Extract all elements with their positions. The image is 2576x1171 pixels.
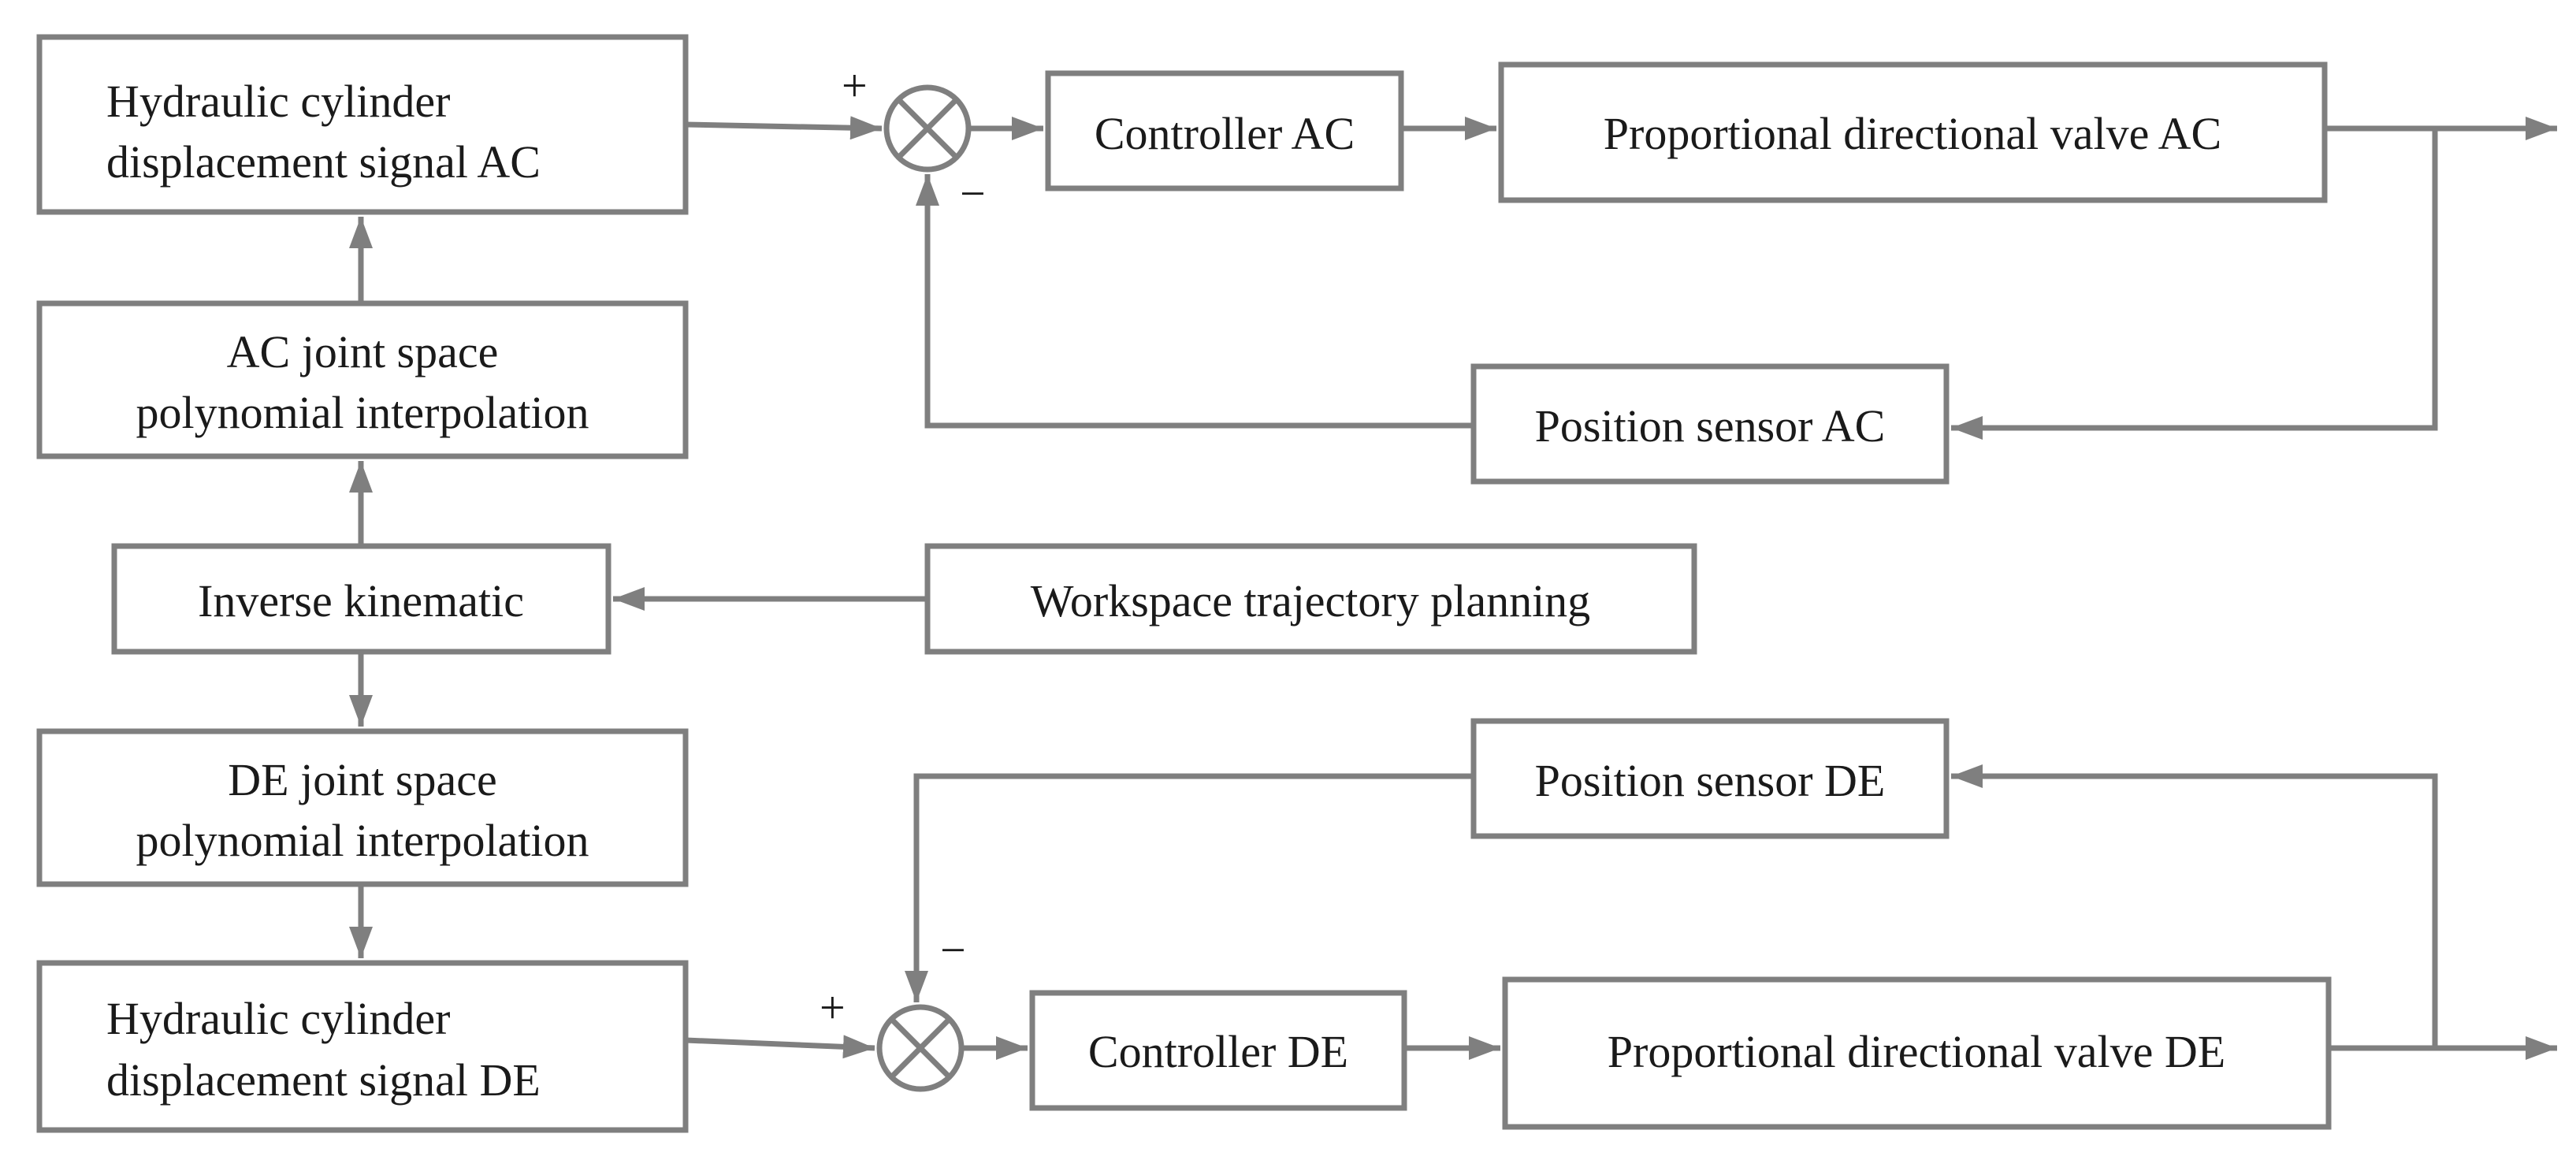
block-hydraulic-cylinder-ac: Hydraulic cylinder displacement signal A…: [36, 34, 689, 215]
block-hydraulic-cylinder-ac-line2: displacement signal AC: [106, 136, 541, 188]
block-hydraulic-cylinder-ac-line1: Hydraulic cylinder: [106, 76, 450, 127]
block-position-sensor-de: Position sensor DE: [1470, 718, 1950, 839]
block-valve-de-label: Proportional directional valve DE: [1608, 1026, 2225, 1077]
arrow-hyd-de-to-sum: [685, 1035, 875, 1059]
block-workspace-trajectory-planning: Workspace trajectory planning: [924, 543, 1697, 655]
block-ac-joint-interpolation-line2: polynomial interpolation: [136, 387, 589, 438]
block-controller-ac: Controller AC: [1045, 70, 1404, 191]
block-hydraulic-cylinder-de-line2: displacement signal DE: [106, 1054, 541, 1106]
block-valve-ac: Proportional directional valve AC: [1498, 61, 2328, 203]
arrow-sensor-ac-to-sum: [916, 174, 1474, 429]
sign-ac-plus: +: [842, 60, 868, 111]
block-position-sensor-de-label: Position sensor DE: [1535, 755, 1886, 806]
block-inverse-kinematic-label: Inverse kinematic: [198, 575, 524, 626]
block-de-joint-interpolation-line2: polynomial interpolation: [136, 815, 589, 866]
block-workspace-trajectory-planning-label: Workspace trajectory planning: [1031, 575, 1590, 626]
arrow-output-to-sensor-de: [1951, 764, 2438, 1048]
summing-junction-de: [876, 1004, 965, 1092]
block-position-sensor-ac: Position sensor AC: [1470, 363, 1950, 485]
arrow-hyd-ac-to-sum: [685, 116, 883, 140]
block-controller-ac-label: Controller AC: [1095, 108, 1355, 159]
sign-de-minus: −: [940, 924, 966, 976]
block-inverse-kinematic: Inverse kinematic: [111, 543, 611, 655]
block-de-joint-interpolation: DE joint space polynomial interpolation: [36, 728, 689, 887]
block-ac-joint-interpolation: AC joint space polynomial interpolation: [36, 300, 689, 459]
sign-ac-minus: −: [960, 168, 986, 219]
arrow-output-to-sensor-ac: [1951, 128, 2438, 440]
arrow-sensor-de-to-sum: [905, 773, 1474, 1002]
block-controller-de: Controller DE: [1029, 990, 1407, 1111]
summing-junction-ac: [883, 84, 972, 173]
sign-de-plus: +: [820, 982, 846, 1033]
block-controller-de-label: Controller DE: [1088, 1026, 1348, 1077]
block-hydraulic-cylinder-de: Hydraulic cylinder displacement signal D…: [36, 960, 689, 1133]
block-de-joint-interpolation-line1: DE joint space: [228, 754, 496, 805]
block-valve-de: Proportional directional valve DE: [1502, 976, 2332, 1130]
block-valve-ac-label: Proportional directional valve AC: [1604, 108, 2221, 159]
block-hydraulic-cylinder-de-line1: Hydraulic cylinder: [106, 993, 450, 1044]
block-position-sensor-ac-label: Position sensor AC: [1535, 400, 1886, 452]
block-ac-joint-interpolation-line1: AC joint space: [227, 326, 499, 377]
